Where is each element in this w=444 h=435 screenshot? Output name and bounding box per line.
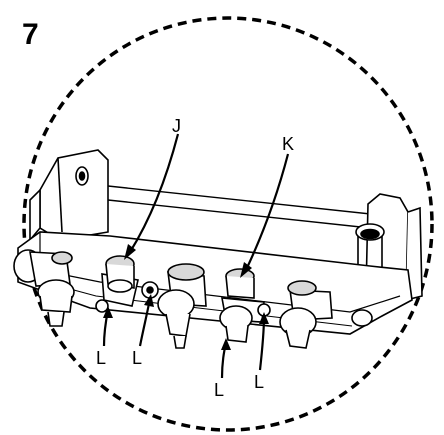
callout-l4: L <box>254 372 264 392</box>
step-number: 7 <box>22 18 39 51</box>
leader-arrowheads <box>103 244 269 350</box>
valve-far-left <box>13 249 75 327</box>
back-rail <box>107 185 381 229</box>
left-bracket <box>29 149 109 243</box>
callout-l3: L <box>214 380 224 400</box>
callout-j: J <box>172 116 181 136</box>
valve-center-left <box>157 263 207 349</box>
valve-right <box>279 280 373 349</box>
callout-k: K <box>282 134 294 154</box>
valve-k <box>219 268 271 343</box>
callout-l2: L <box>132 348 142 368</box>
leader-j <box>129 133 180 253</box>
callout-l1: L <box>96 348 106 368</box>
detail-circle <box>22 16 434 432</box>
leader-k <box>245 153 290 271</box>
